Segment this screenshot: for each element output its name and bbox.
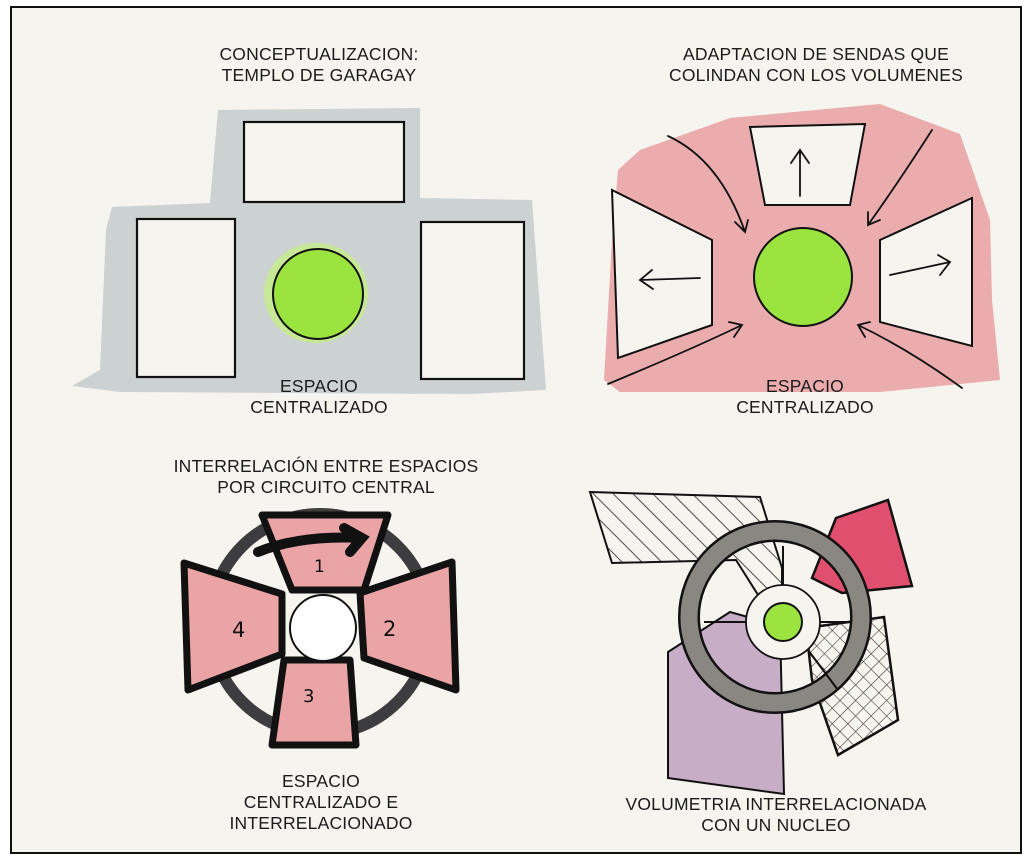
circuit-arrow bbox=[253, 523, 370, 557]
top-left-label: ESPACIO CENTRALIZADO bbox=[250, 376, 388, 417]
right-path-volume bbox=[879, 196, 973, 348]
top-left-title: CONCEPTUALIZACION: TEMPLO DE GARAGAY bbox=[219, 44, 419, 85]
bottom-left-label: ESPACIO CENTRALIZADO E INTERRELACIONADO bbox=[229, 771, 413, 833]
top-right-title: ADAPTACION DE SENDAS QUE COLINDAN CON LO… bbox=[668, 44, 963, 85]
inner-circle bbox=[289, 594, 357, 662]
space-4 bbox=[180, 559, 286, 694]
left-volume bbox=[135, 217, 237, 379]
space-number-4: 4 bbox=[232, 618, 245, 642]
green-core bbox=[763, 602, 803, 642]
volumetry-sketch bbox=[588, 490, 914, 796]
garagay-plan-sketch bbox=[72, 108, 546, 394]
green-core bbox=[753, 227, 853, 327]
right-volume bbox=[419, 220, 526, 381]
top-path-volume bbox=[748, 122, 867, 206]
space-number-3: 3 bbox=[303, 686, 314, 707]
circuit-diagram-sketch: 1 2 3 4 bbox=[180, 508, 460, 749]
bottom-right-label: VOLUMETRIA INTERRELACIONADA CON UN NUCLE… bbox=[625, 794, 927, 835]
top-right-label: ESPACIO CENTRALIZADO bbox=[736, 376, 874, 417]
left-path-volume bbox=[610, 188, 713, 360]
paths-adaptation-sketch bbox=[604, 104, 1000, 392]
space-number-1: 1 bbox=[314, 557, 325, 577]
green-core bbox=[272, 248, 364, 340]
bottom-left-title: INTERRELACIÓN ENTRE ESPACIOS POR CIRCUIT… bbox=[173, 456, 479, 497]
radial-lines bbox=[704, 546, 846, 691]
space-2 bbox=[356, 558, 460, 694]
space-1 bbox=[258, 511, 392, 594]
space-number-2: 2 bbox=[383, 617, 396, 641]
direction-arrows bbox=[607, 129, 963, 389]
top-volume bbox=[242, 120, 406, 204]
gray-ring bbox=[680, 522, 870, 712]
